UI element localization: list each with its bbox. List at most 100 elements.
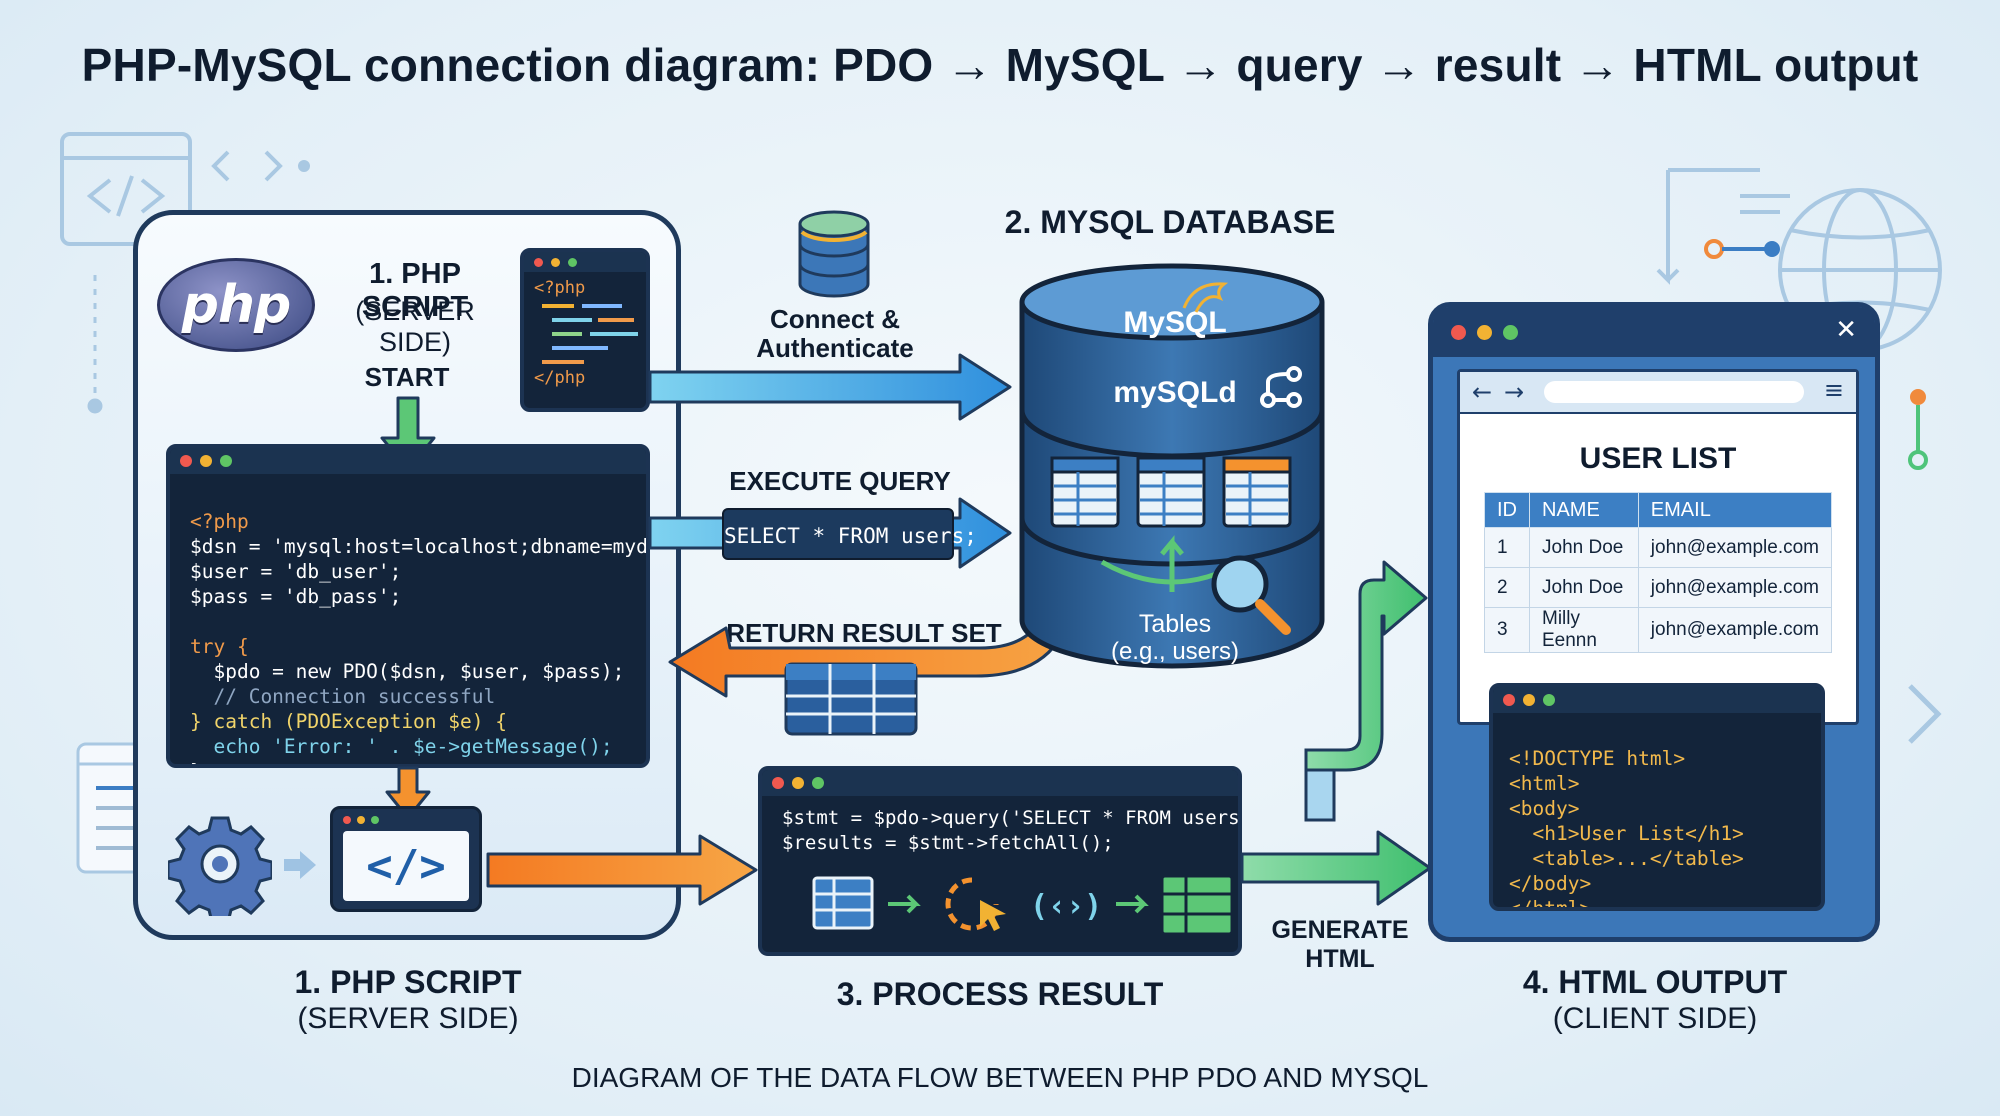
php-code-block: <?php $dsn = 'mysql:host=localhost;dbnam… xyxy=(170,474,646,764)
database-heading: 2. MYSQL DATABASE xyxy=(1004,204,1336,240)
column-header: EMAIL xyxy=(1637,492,1833,528)
code-line: // Connection successful xyxy=(190,685,496,708)
return-result-label: RETURN RESULT SET xyxy=(726,618,1002,648)
table-cell: 1 xyxy=(1484,527,1530,568)
process-flow-icons: (‹›) xyxy=(812,874,1234,936)
table-icons xyxy=(1050,456,1292,528)
gear-icon xyxy=(168,816,272,916)
connect-label-line2: Authenticate xyxy=(756,333,914,363)
mysql-logo: MySQL xyxy=(1100,306,1250,340)
browser-titlebar: ✕ xyxy=(1433,307,1875,357)
php-snippet-window: <?php </php xyxy=(520,248,650,412)
table-row: 1 John Doe john@example.com xyxy=(1484,527,1833,568)
dotted-line-decor xyxy=(87,275,103,414)
snippet-open-tag: <?php xyxy=(534,278,586,298)
menu-icon[interactable]: ≡ xyxy=(1823,376,1844,404)
generate-html-arrows xyxy=(1240,560,1432,906)
svg-text:(‹›): (‹›) xyxy=(1030,889,1102,924)
snippet-code-lines-icon xyxy=(542,304,638,364)
table-header-row: ID NAME EMAIL xyxy=(1484,492,1833,528)
code-line: $dsn = 'mysql:host=localhost;dbname=mydb… xyxy=(190,535,650,558)
table-cell: John Doe xyxy=(1529,567,1639,608)
html-line: </html> xyxy=(1509,897,1592,911)
table-cell: john@example.com xyxy=(1637,607,1833,653)
snippet-close-tag: </php xyxy=(534,368,586,388)
html-line: <body> xyxy=(1509,797,1580,820)
browser-window: ✕ ← → ≡ USER LIST ID NAME EMAIL 1 John D… xyxy=(1428,302,1880,942)
page-title: USER LIST xyxy=(1579,442,1737,475)
html-line: </body> xyxy=(1509,872,1592,895)
connect-arrow xyxy=(648,353,1012,421)
code-to-process-arrow xyxy=(486,834,758,906)
code-line: $pdo = new PDO($dsn, $user, $pass); xyxy=(190,660,625,683)
process-heading: 3. PROCESS RESULT xyxy=(836,976,1164,1012)
mysqld-label: mySQLd xyxy=(1113,376,1237,409)
forward-icon[interactable]: → xyxy=(1504,378,1525,406)
small-right-arrow xyxy=(284,851,316,879)
html-line: <h1>User List</h1> xyxy=(1509,822,1744,845)
start-label: START xyxy=(364,362,450,392)
table-cell: John Doe xyxy=(1529,527,1639,568)
connect-label-line1: Connect & xyxy=(770,304,900,334)
table-cell: Milly Eennn xyxy=(1529,607,1639,653)
down-arrow-orange xyxy=(385,766,431,820)
code-brackets-icon: </> xyxy=(343,831,469,901)
table-cell: 3 xyxy=(1484,607,1530,653)
diagram-caption: DIAGRAM OF THE DATA FLOW BETWEEN PHP PDO… xyxy=(571,1062,1429,1093)
user-table: ID NAME EMAIL 1 John Doe john@example.co… xyxy=(1484,492,1833,653)
back-icon[interactable]: ← xyxy=(1472,378,1493,406)
table-row: 2 John Doe john@example.com xyxy=(1484,567,1833,608)
mysql-logo-text: MySQL xyxy=(1123,306,1227,339)
connector-decor-icon xyxy=(1704,239,1928,470)
php-footer-heading: 1. PHP SCRIPT xyxy=(294,964,522,1000)
php-logo: php xyxy=(157,258,315,352)
chevron-decor-icon xyxy=(1908,684,1942,744)
magnifier-icon xyxy=(1211,555,1291,635)
html-output-subheading: (CLIENT SIDE) xyxy=(1552,1002,1758,1035)
tables-label-line1: Tables xyxy=(1138,610,1212,638)
browser-toolbar: ← → ≡ xyxy=(1460,372,1856,414)
execute-query-label: EXECUTE QUERY xyxy=(729,466,951,496)
php-section-subheading: (SERVER SIDE) xyxy=(355,296,475,357)
code-line: <?php xyxy=(190,510,249,533)
code-line: } catch (PDOException $e) { xyxy=(190,710,507,733)
process-code-line2: $results = $stmt->fetchAll(); xyxy=(782,832,1114,854)
branch-icon xyxy=(1260,366,1302,408)
table-cell: john@example.com xyxy=(1637,567,1833,608)
sql-query-pill: SELECT * FROM users; xyxy=(722,508,977,560)
column-header: ID xyxy=(1484,492,1530,528)
html-line: <table>...</table> xyxy=(1509,847,1744,870)
table-cell: 2 xyxy=(1484,567,1530,608)
table-cell: john@example.com xyxy=(1637,527,1833,568)
close-icon[interactable]: ✕ xyxy=(1835,315,1857,345)
process-result-window: $stmt = $pdo->query('SELECT * FROM users… xyxy=(758,766,1242,956)
code-line: $pass = 'db_pass'; xyxy=(190,585,402,608)
code-line: try { xyxy=(190,635,249,658)
code-line: echo 'Error: ' . $e->getMessage(); xyxy=(190,735,613,758)
php-section-heading: 1. PHP SCRIPT xyxy=(361,258,469,323)
php-footer-subheading: (SERVER SIDE) xyxy=(297,1002,519,1035)
database-icon xyxy=(798,210,870,298)
tables-label-line2: (e.g., users) xyxy=(1110,638,1240,665)
address-bar[interactable] xyxy=(1544,381,1804,403)
html-line: <!DOCTYPE html> xyxy=(1509,747,1686,770)
generate-label-line2: HTML xyxy=(1305,945,1375,973)
code-output-icon: </> xyxy=(330,806,482,912)
html-source-code: <!DOCTYPE html> <html> <body> <h1>User L… xyxy=(1493,713,1821,911)
html-line: <html> xyxy=(1509,772,1580,795)
diagram-title: PHP-MySQL connection diagram: PDO → MySQ… xyxy=(81,39,1919,91)
table-row: 3 Milly Eennn john@example.com xyxy=(1484,607,1833,653)
code-line: $user = 'db_user'; xyxy=(190,560,402,583)
column-header: NAME xyxy=(1529,492,1639,528)
code-line: } xyxy=(190,760,202,764)
result-set-table-icon xyxy=(784,662,918,736)
code-window-decor-icon xyxy=(60,132,310,246)
dolphin-icon xyxy=(1182,282,1229,313)
html-source-window: <!DOCTYPE html> <html> <body> <h1>User L… xyxy=(1489,683,1825,911)
html-output-heading: 4. HTML OUTPUT xyxy=(1522,964,1788,1000)
generate-label-line1: GENERATE xyxy=(1271,916,1409,944)
php-connection-code-window: <?php $dsn = 'mysql:host=localhost;dbnam… xyxy=(166,444,650,768)
browser-page: ← → ≡ USER LIST ID NAME EMAIL 1 John Doe… xyxy=(1457,369,1859,725)
process-code-line1: $stmt = $pdo->query('SELECT * FROM users… xyxy=(782,807,1242,829)
